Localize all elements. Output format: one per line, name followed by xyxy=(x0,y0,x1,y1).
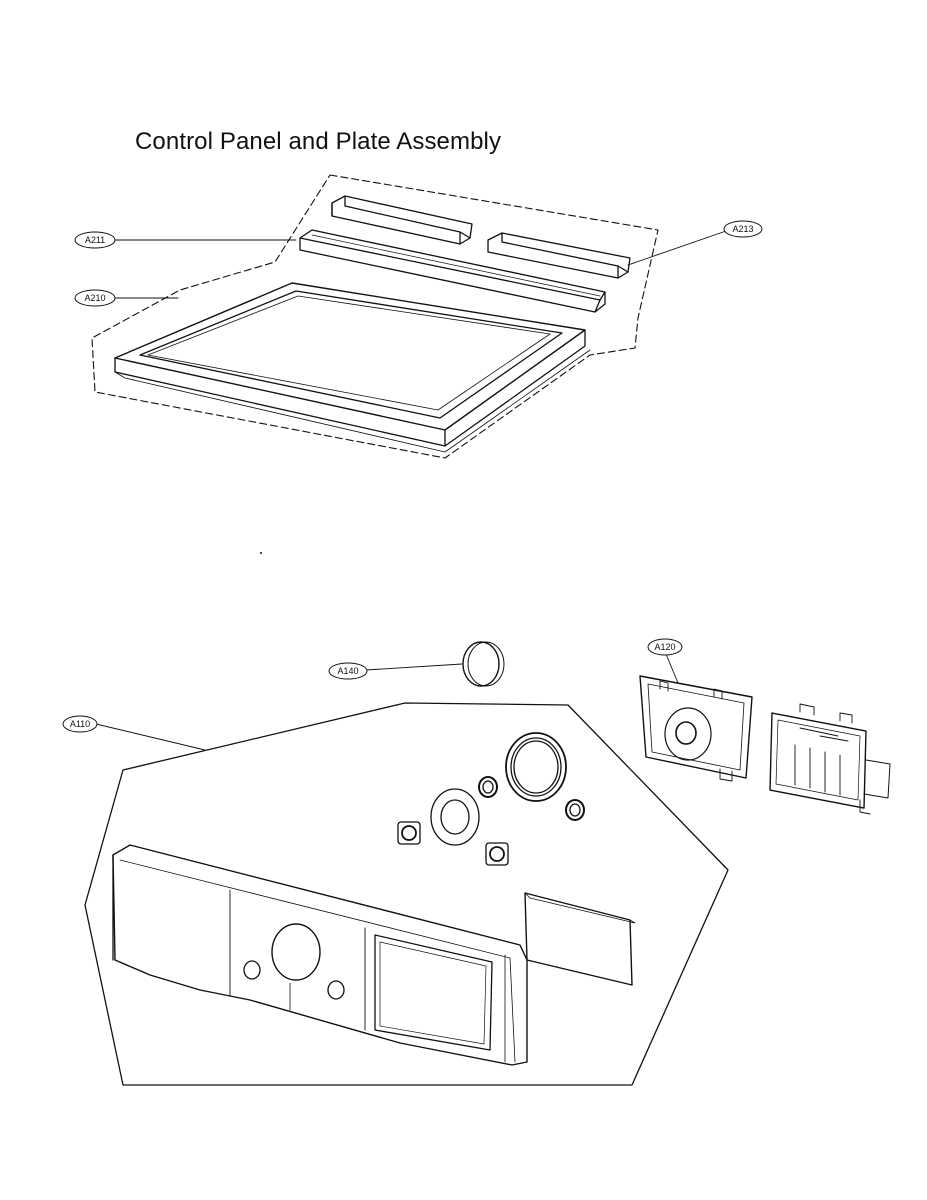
callout-a120: A120 xyxy=(647,638,683,656)
callout-a213: A213 xyxy=(723,220,763,238)
dial-ring xyxy=(505,732,567,802)
callout-a140: A140 xyxy=(328,662,368,680)
callout-a110: A110 xyxy=(62,715,98,733)
svg-text:A120: A120 xyxy=(654,642,675,652)
switch-right xyxy=(485,842,509,866)
svg-text:A140: A140 xyxy=(337,666,358,676)
svg-text:A211: A211 xyxy=(85,235,105,245)
pcb-bracket xyxy=(639,675,753,782)
callout-a211: A211 xyxy=(74,231,116,249)
small-button-b xyxy=(565,799,585,821)
svg-text:A110: A110 xyxy=(70,719,90,729)
top-plate xyxy=(114,282,591,453)
scan-speck xyxy=(260,552,262,554)
knob-cap xyxy=(462,641,505,687)
bracket-right xyxy=(487,232,631,279)
plate-assembly-boundary xyxy=(91,174,659,459)
svg-text:A213: A213 xyxy=(732,224,753,234)
knob-ring xyxy=(430,788,480,846)
switch-left xyxy=(397,821,421,845)
diagram-title: Control Panel and Plate Assembly xyxy=(135,128,502,155)
svg-text:A210: A210 xyxy=(84,293,105,303)
pcb-board xyxy=(769,703,891,815)
display-window xyxy=(524,892,636,986)
bracket-left xyxy=(331,195,473,245)
callout-a210: A210 xyxy=(74,289,116,307)
panel-assembly-boundary xyxy=(84,702,729,1086)
support-rail xyxy=(299,229,606,313)
front-control-panel xyxy=(112,844,528,1066)
small-button-a xyxy=(478,776,498,798)
